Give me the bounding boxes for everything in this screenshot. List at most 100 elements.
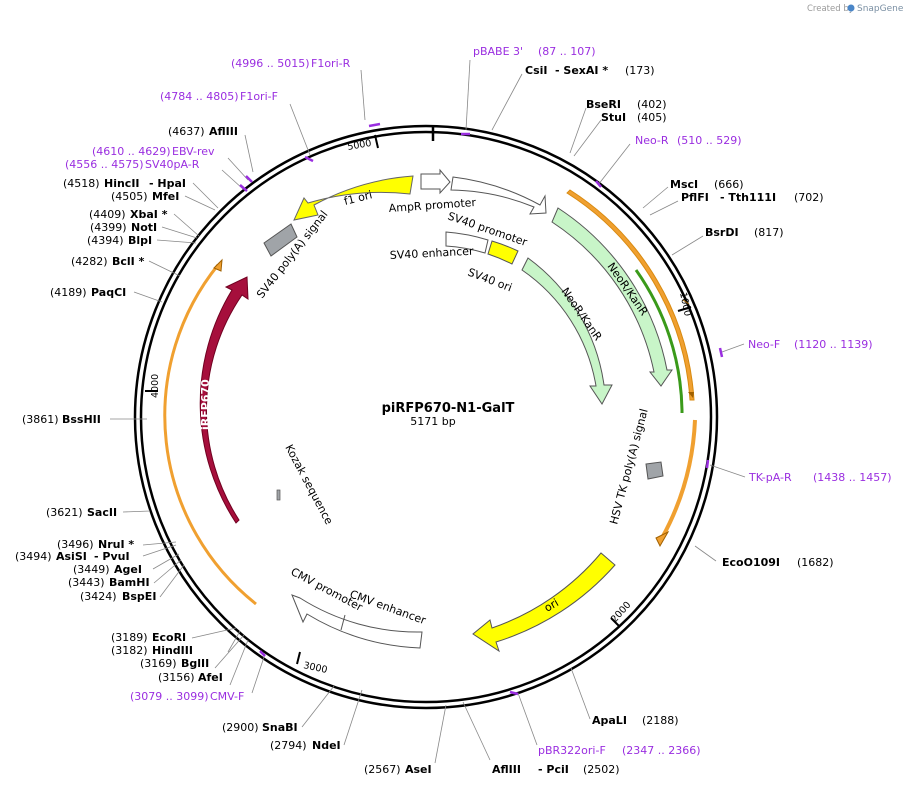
tick-1000: [677, 306, 692, 312]
bseri-connector: [569, 107, 587, 154]
neor-orf-band-upper: [566, 189, 695, 401]
neor-orf-band-lower: [660, 419, 697, 539]
apali-connector: [570, 667, 591, 720]
neo-r-connector: [597, 143, 631, 186]
cmv-arrow: [291, 594, 423, 649]
site-ndei-pos: (2794): [270, 739, 307, 752]
site-hindiii-pos: (3182): [111, 644, 148, 657]
plasmid-name: piRFP670-N1-GalT: [382, 401, 515, 416]
tick-label-5000: 5000: [347, 138, 373, 153]
site-ecoo109i-name: EcoO109I: [722, 556, 780, 569]
primer-tk-pa-r-range: (1438 .. 1457): [813, 471, 892, 484]
neo-inner-line: [634, 269, 684, 411]
f1ori-r-connector: [360, 69, 366, 121]
site-csii-pos: (173): [625, 64, 655, 77]
ampr-promoter-label: AmpR promoter: [388, 196, 477, 215]
hsv-tk-polya-label: HSV TK poly(A) signal: [607, 407, 650, 525]
backbone-outer-ring: [133, 124, 719, 710]
site-noti-name: NotI: [131, 221, 157, 234]
primer-f1ori-f-name: F1ori-F: [240, 90, 278, 103]
site-bsshii-name: BssHII: [62, 413, 101, 426]
primer-tk-pa-r-name: TK-pA-R: [748, 471, 792, 484]
site-sacii-name: SacII: [87, 506, 117, 519]
tick-2000: [610, 617, 621, 628]
blpi-connector: [156, 239, 197, 244]
site-bsrdi-pos: (817): [754, 226, 784, 239]
kozak-label: Kozak sequence: [282, 442, 335, 527]
primer-neo-r-range: (510 .. 529): [677, 134, 742, 147]
ebv-rev-connector: [227, 157, 249, 181]
asei-connector: [434, 704, 447, 764]
site-blpi-pos: (4394): [87, 234, 124, 247]
hindiii-connector: [227, 630, 241, 653]
aflIII-4637-connector: [244, 134, 254, 173]
ecori-connector: [191, 627, 237, 639]
mfei-connector: [184, 195, 216, 211]
primer-sv40pa-r-name: SV40pA-R: [145, 158, 200, 171]
tick-5000: [374, 134, 379, 149]
site-apali-name: ApaLI: [592, 714, 627, 727]
site-asisi-pos: (3494): [15, 550, 52, 563]
site-sacii-pos: (3621): [46, 506, 83, 519]
site-csii-name: CsiI: [525, 64, 547, 77]
tk-pa-r-connector: [709, 464, 746, 478]
irfp670-label: iRFP670: [199, 379, 212, 430]
neor-kanr-outer-label: NeoR/KanR: [605, 260, 651, 318]
primer-ebv-rev-name: EBV-rev: [172, 145, 215, 158]
primer-markers: [239, 122, 724, 696]
primer-neo-f-name: Neo-F: [748, 338, 780, 351]
sv40-ori-label: SV40 ori: [466, 266, 514, 295]
site-nrui-name: NruI *: [98, 538, 134, 551]
site-hincii-name: HincII: [104, 177, 140, 190]
site-hpai-name: - HpaI: [149, 177, 186, 190]
site-hincii-pos: (4518): [63, 177, 100, 190]
neor-kanr-inner-arrow: [521, 257, 613, 405]
site-paqci-name: PaqCI: [91, 286, 126, 299]
neor-orf-marker: [688, 392, 694, 398]
sv40-enhancer-label: SV40 enhancer: [389, 245, 474, 262]
tick-label-2000: 2000: [609, 600, 633, 625]
csii-connector: [491, 73, 523, 131]
neor-orf-edge: [682, 299, 690, 305]
site-nrui-pos: (3496): [57, 538, 94, 551]
site-bspei-name: BspEI: [122, 590, 156, 603]
tick-label-3000: 3000: [302, 660, 328, 676]
pbr322ori-f-connector: [517, 692, 538, 746]
site-asei-name: AseI: [405, 763, 432, 776]
site-sexai-name: - SexAI *: [555, 64, 608, 77]
snabi-connector: [301, 685, 335, 728]
bspei-connector: [159, 564, 185, 598]
afei-connector: [229, 639, 249, 686]
site-afei-name: AfeI: [198, 671, 223, 684]
cmv-divider: [340, 614, 346, 631]
ndei-connector: [343, 689, 363, 746]
neo-r-mark: [595, 180, 602, 188]
f1ori-f-mark: [304, 155, 314, 163]
site-bsshii-pos: (3861): [22, 413, 59, 426]
ori-label: ori: [542, 596, 561, 614]
sv40pa-r-mark: [239, 184, 248, 192]
neor-kanr-outer-arrow: [551, 207, 673, 387]
bamhi-connector: [153, 559, 182, 584]
site-snabi-pos: (2900): [222, 721, 259, 734]
f1ori-f-connector: [289, 103, 311, 156]
backbone-inner-ring: [139, 130, 713, 704]
created-by-label: Created by: [807, 4, 854, 14]
primer-f1ori-r-range: (4996 .. 5015): [231, 57, 310, 70]
agei-connector: [152, 553, 180, 570]
site-bamhi-pos: (3443): [68, 576, 105, 589]
site-bglii-pos: (3169): [140, 657, 177, 670]
pbr322ori-f-mark: [509, 690, 519, 696]
noti-connector: [161, 226, 198, 239]
site-xbai-pos: (4409): [89, 208, 126, 221]
tick-label-1000: 1000: [677, 291, 693, 317]
hsv-tk-polya-box: [645, 461, 664, 480]
site-afliii-4637-name: AflIII: [209, 125, 238, 138]
tick-label-4000: 4000: [150, 374, 161, 398]
primer-pbr322ori-f-range: (2347 .. 2366): [622, 744, 701, 757]
site-asisi-name: AsiSI: [56, 550, 87, 563]
ecoo109i-connector: [694, 545, 717, 562]
pbabe3-connector: [465, 59, 471, 131]
sv40-polya-box: [263, 223, 298, 257]
